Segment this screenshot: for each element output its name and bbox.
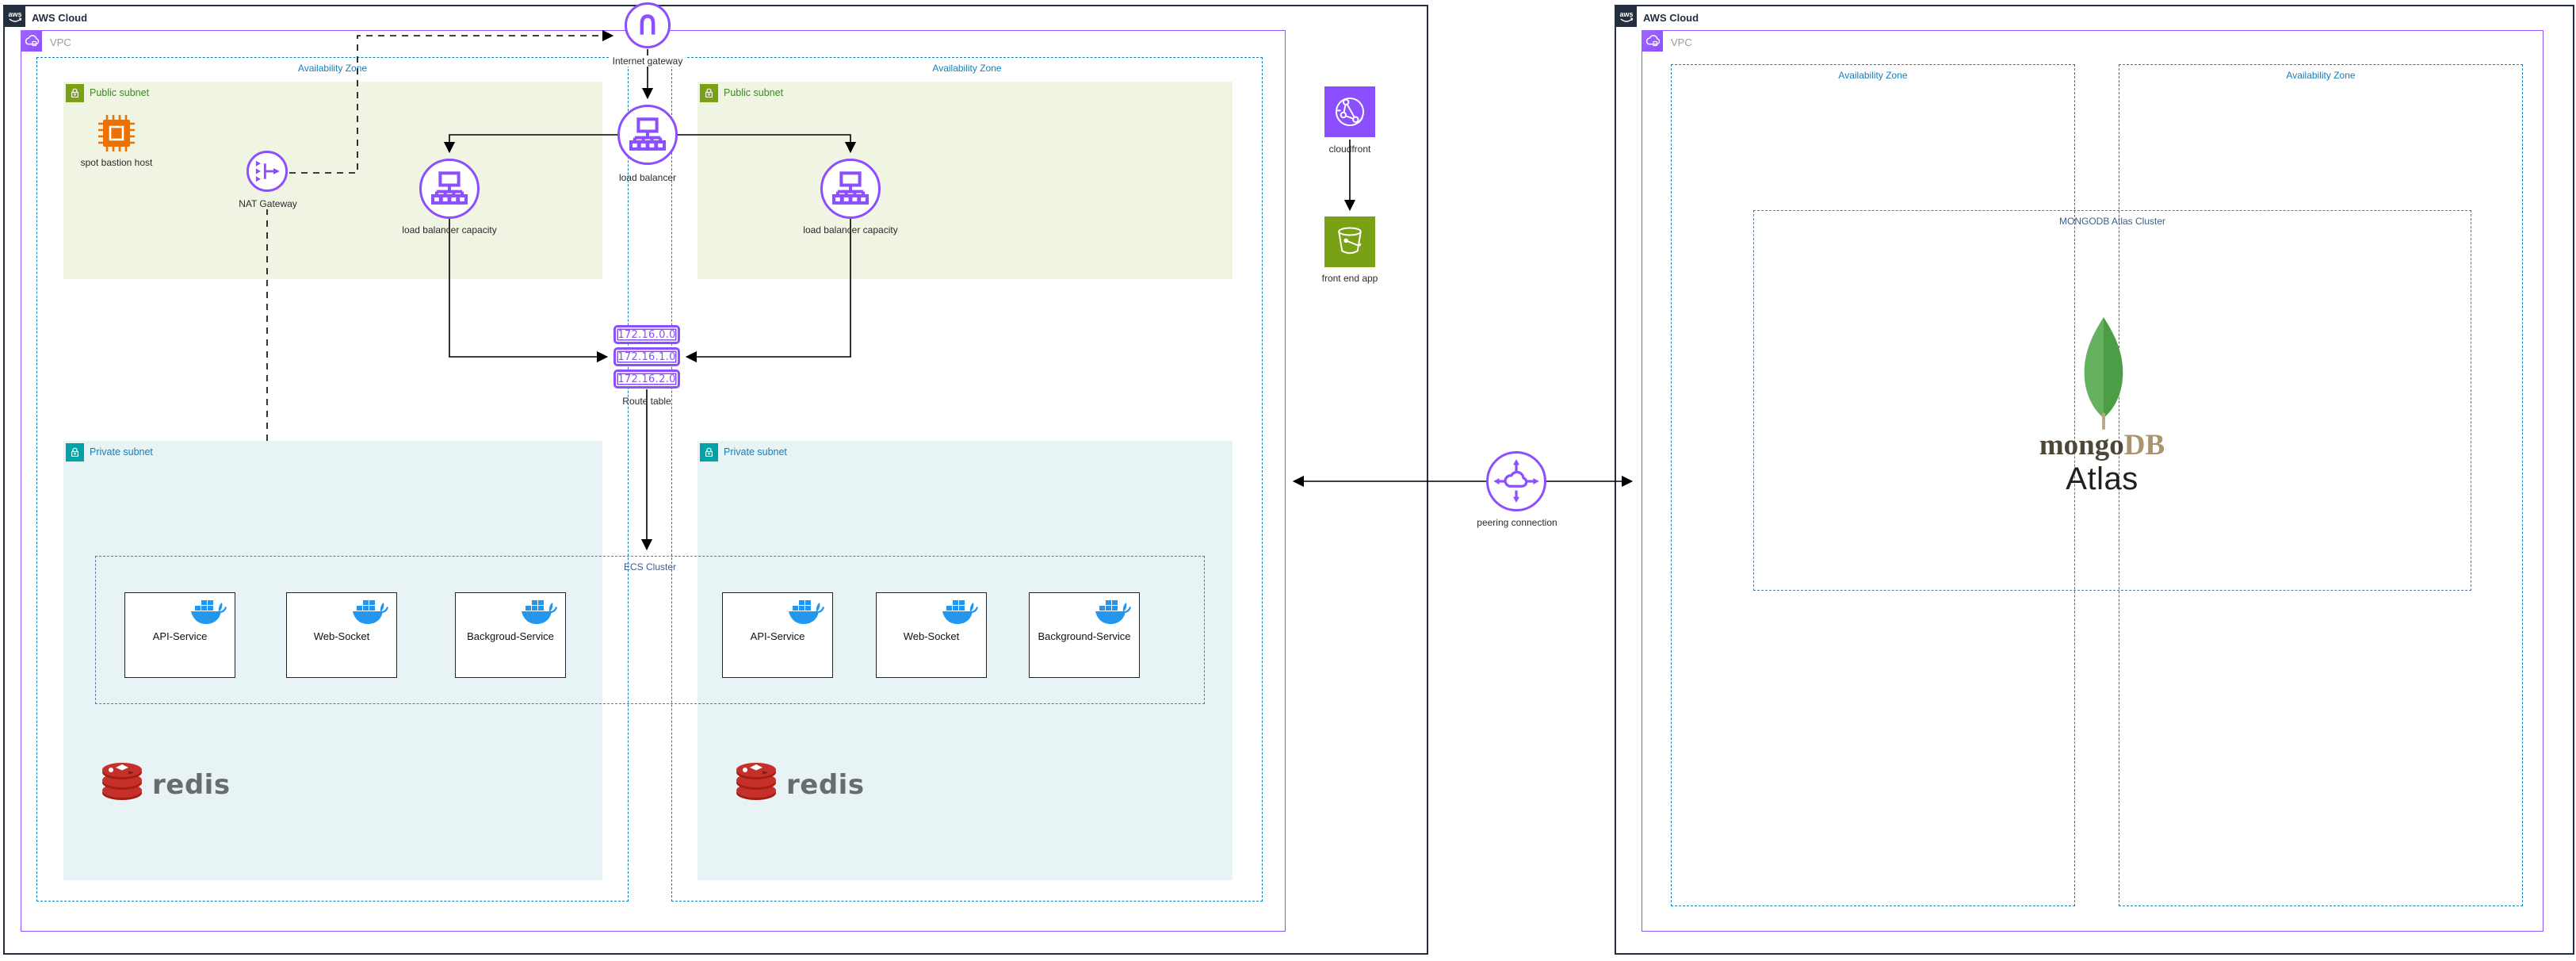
vpc-icon	[21, 30, 42, 52]
load-balancer-label: load balancer	[618, 172, 677, 183]
ecs-service-label: Web-Socket	[903, 630, 960, 642]
docker-whale-icon	[190, 599, 227, 630]
ecs-service-box: Backgroud-Service	[455, 592, 566, 678]
ecs-service-box: API-Service	[722, 592, 833, 678]
ecs-service-box: API-Service	[124, 592, 235, 678]
redis-logo-icon	[734, 761, 778, 808]
docker-whale-icon	[788, 599, 824, 630]
availability-zone-label: Availability Zone	[2286, 70, 2356, 81]
ecs-service-box: Web-Socket	[876, 592, 987, 678]
vpc-label: VPC	[1671, 36, 1692, 48]
mongodb-leaf-icon	[2078, 316, 2129, 431]
mongodb-atlas-wordmark: Atlas	[2066, 461, 2138, 496]
vpc-right: VPC	[1642, 30, 2544, 932]
private-subnet-label: Private subnet	[90, 446, 153, 458]
availability-zone-right-2: Availability Zone	[2119, 64, 2523, 906]
public-subnet-lock-icon	[66, 84, 84, 102]
private-subnet-lock-icon	[66, 443, 84, 461]
svg-text:aws: aws	[1619, 10, 1633, 18]
redis-wordmark: redis	[786, 768, 865, 801]
aws-logo-icon: aws	[4, 6, 25, 27]
route-entry: 172.16.2.0	[613, 369, 680, 389]
aws-logo-icon: aws	[1615, 6, 1637, 27]
ecs-service-label: Background-Service	[1038, 630, 1131, 642]
docker-whale-icon	[352, 599, 388, 630]
redis-logo-icon	[100, 761, 144, 808]
peering-connection-label: peering connection	[1477, 517, 1557, 528]
bastion-host-label: spot bastion host	[80, 157, 153, 168]
peering-connection-icon	[1486, 451, 1546, 511]
internet-gateway-icon	[625, 2, 671, 48]
public-subnet-label: Public subnet	[90, 87, 150, 98]
public-subnet-label: Public subnet	[724, 87, 784, 98]
ecs-service-box: Web-Socket	[286, 592, 397, 678]
ec2-chip-icon	[97, 114, 136, 152]
aws-cloud-title: AWS Cloud	[32, 12, 88, 24]
availability-zone-label: Availability Zone	[1838, 70, 1908, 81]
load-balancer-capacity-label: load balancer capacity	[803, 224, 898, 235]
ecs-service-label: API-Service	[152, 630, 208, 642]
availability-zone-2: Availability Zone	[671, 57, 1263, 902]
load-balancer-capacity-label: load balancer capacity	[402, 224, 497, 235]
redis-logo: redis	[734, 761, 865, 808]
ecs-cluster-box: ECS Cluster	[95, 556, 1205, 704]
route-entry: 172.16.1.0	[613, 347, 680, 366]
availability-zone-label: Availability Zone	[932, 63, 1002, 74]
nat-gateway-icon	[247, 151, 288, 192]
private-subnet-lock-icon	[700, 443, 718, 461]
docker-whale-icon	[521, 599, 557, 630]
mongodb-atlas-cluster-box: MONGODB Atlas Cluster	[1753, 210, 2471, 591]
private-subnet-label: Private subnet	[724, 446, 787, 458]
cloudfront-label: cloudfront	[1328, 144, 1371, 155]
vpc-icon	[1642, 30, 1663, 52]
vpc-label: VPC	[50, 36, 71, 48]
redis-wordmark: redis	[152, 768, 231, 801]
public-subnet-1: Public subnet	[63, 82, 602, 279]
route-entry: 172.16.0.0	[613, 325, 680, 344]
route-table-label: Route table	[622, 396, 671, 407]
ecs-service-label: Backgroud-Service	[467, 630, 554, 642]
load-balancer-capacity-icon	[419, 159, 480, 219]
cloudfront-globe-icon	[1324, 86, 1375, 137]
frontend-app-label: front end app	[1321, 273, 1378, 284]
mongodb-atlas-cluster-label: MONGODB Atlas Cluster	[2058, 216, 2166, 227]
ecs-cluster-label: ECS Cluster	[623, 561, 677, 572]
redis-logo: redis	[100, 761, 231, 808]
nat-gateway-label: NAT Gateway	[236, 198, 300, 209]
s3-bucket-icon	[1324, 216, 1375, 267]
ecs-service-box: Background-Service	[1029, 592, 1140, 678]
ecs-service-label: API-Service	[750, 630, 805, 642]
aws-cloud-title: AWS Cloud	[1643, 12, 1699, 24]
public-subnet-lock-icon	[700, 84, 718, 102]
mongodb-wordmark: mongoDB	[2039, 429, 2165, 461]
availability-zone-right-1: Availability Zone	[1671, 64, 2075, 906]
availability-zone-label: Availability Zone	[297, 63, 368, 74]
load-balancer-icon	[617, 105, 678, 165]
internet-gateway-label: Internet gateway	[610, 56, 686, 67]
svg-text:aws: aws	[8, 10, 21, 18]
docker-whale-icon	[942, 599, 978, 630]
public-subnet-2: Public subnet	[698, 82, 1233, 279]
docker-whale-icon	[1095, 599, 1131, 630]
load-balancer-capacity-icon	[820, 159, 881, 219]
ecs-service-label: Web-Socket	[313, 630, 370, 642]
